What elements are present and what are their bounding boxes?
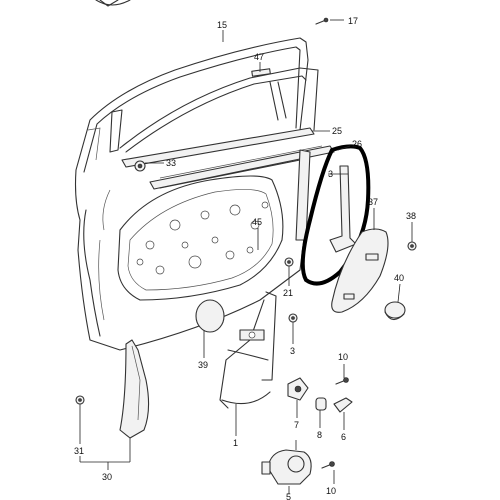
callout-1: 1 (233, 438, 238, 448)
highlight-ring (300, 144, 371, 286)
inner-seal-part (119, 67, 319, 153)
callout-3-top: 3 (328, 169, 333, 179)
screw-10-top-part (335, 377, 349, 385)
window-regulator-1-part (219, 291, 277, 409)
callout-5: 5 (286, 492, 291, 500)
callout-17: 17 (348, 16, 358, 26)
callout-labels: 15 17 47 25 26 3 33 37 38 45 21 40 39 3 … (74, 16, 416, 500)
window-frame-part (75, 37, 309, 173)
callout-30: 30 (102, 472, 112, 482)
callout-26: 26 (352, 139, 362, 149)
callout-39: 39 (198, 360, 208, 370)
screw-10-bottom-part (321, 461, 335, 469)
callout-31: 31 (74, 446, 84, 456)
bolt-33-part (134, 160, 146, 172)
cover-panel-37-part (331, 228, 389, 313)
callout-3-bottom: 3 (290, 346, 295, 356)
callout-45: 45 (252, 217, 262, 227)
callout-47: 47 (254, 52, 264, 62)
nut-21-part (284, 257, 294, 267)
callout-40: 40 (394, 273, 404, 283)
callout-7: 7 (294, 420, 299, 430)
belt-moulding-part (121, 127, 335, 190)
callout-25: 25 (332, 126, 342, 136)
screw-17-part (315, 17, 329, 25)
callout-10-bottom: 10 (326, 486, 336, 496)
mirror-base-30-part (119, 339, 150, 439)
callout-37: 37 (368, 197, 378, 207)
foil-39-part (195, 299, 225, 333)
door-shell-part (74, 159, 306, 351)
bolt-31-part (75, 395, 85, 405)
callout-38: 38 (406, 211, 416, 221)
bolt-38-part (407, 241, 417, 251)
motor-5-part (261, 449, 312, 485)
corner-logo-fragment (95, 0, 131, 7)
bracket-7-part (287, 377, 309, 401)
bolt-3-part (288, 313, 298, 323)
clip-6-part (333, 397, 353, 413)
callout-10-top: 10 (338, 352, 348, 362)
callout-33: 33 (166, 158, 176, 168)
callout-21: 21 (283, 288, 293, 298)
pin-8-part (315, 397, 327, 411)
callout-6: 6 (341, 432, 346, 442)
leader-lines (79, 19, 413, 494)
cap-40-part (384, 301, 406, 321)
callout-15: 15 (217, 20, 227, 30)
callout-8: 8 (317, 430, 322, 440)
